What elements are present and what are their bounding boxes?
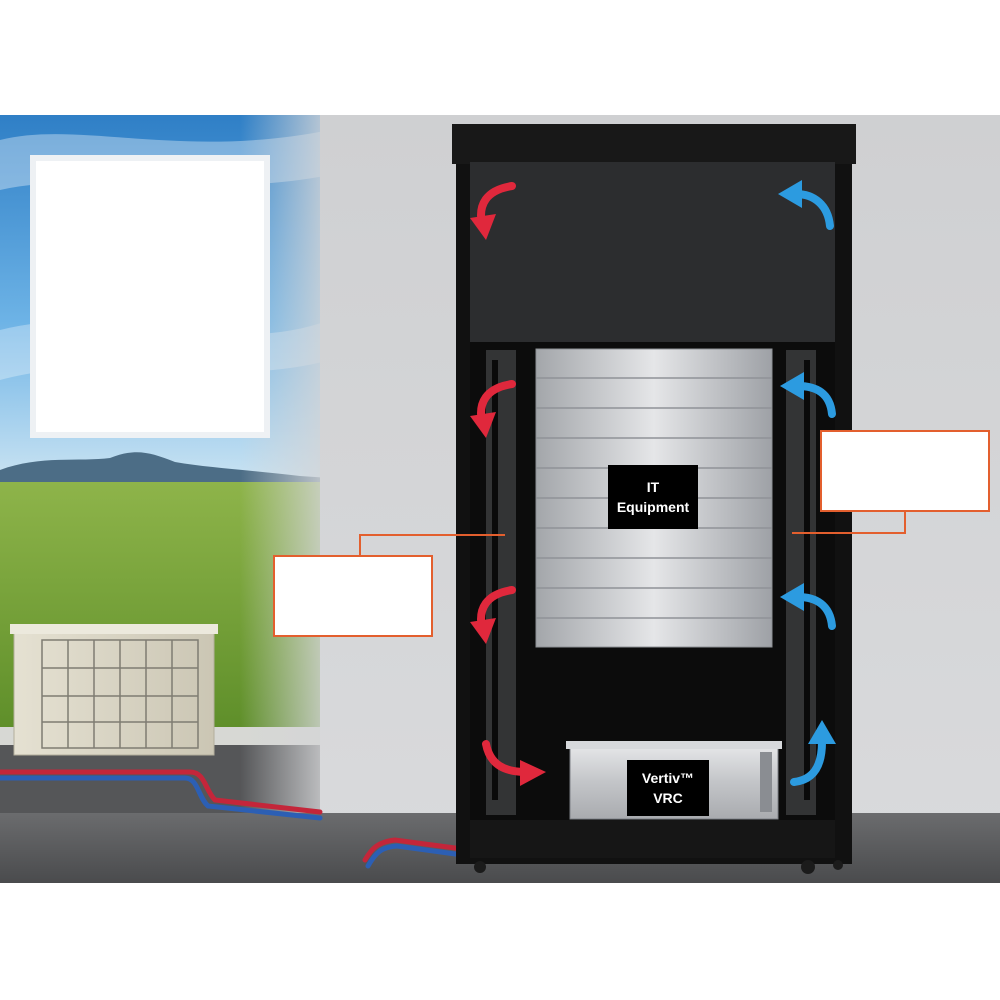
vrc-label-line-1: Vertiv™	[641, 770, 695, 786]
blank-info-panel	[30, 155, 270, 438]
cold-arrow-4	[790, 720, 836, 786]
callout-box-hot-aisle	[273, 555, 433, 637]
refrigerant-pipes	[0, 769, 473, 869]
vrc-label: Vertiv™ VRC	[627, 760, 709, 816]
cold-arrow-3	[780, 583, 836, 630]
it-equipment-stack	[535, 348, 773, 648]
hot-arrow-2	[470, 380, 516, 438]
it-equipment-label-line-2: Equipment	[616, 499, 690, 515]
hot-arrow-4	[482, 740, 546, 786]
server-rack	[452, 124, 856, 874]
cold-air-arrows	[778, 180, 836, 786]
callout-box-cold-aisle	[820, 430, 990, 512]
callout-leaders	[359, 512, 906, 555]
hot-arrow-1	[470, 182, 516, 240]
it-equipment-label-line-1: IT	[646, 479, 660, 495]
cold-arrow-1	[778, 180, 834, 230]
vrc-label-line-2: VRC	[653, 790, 683, 806]
it-equipment-label: IT Equipment	[608, 465, 698, 529]
cold-arrow-2	[780, 372, 836, 418]
hot-air-arrows	[470, 182, 546, 786]
hot-arrow-3	[470, 586, 516, 644]
outdoor-condenser-unit	[10, 624, 218, 756]
